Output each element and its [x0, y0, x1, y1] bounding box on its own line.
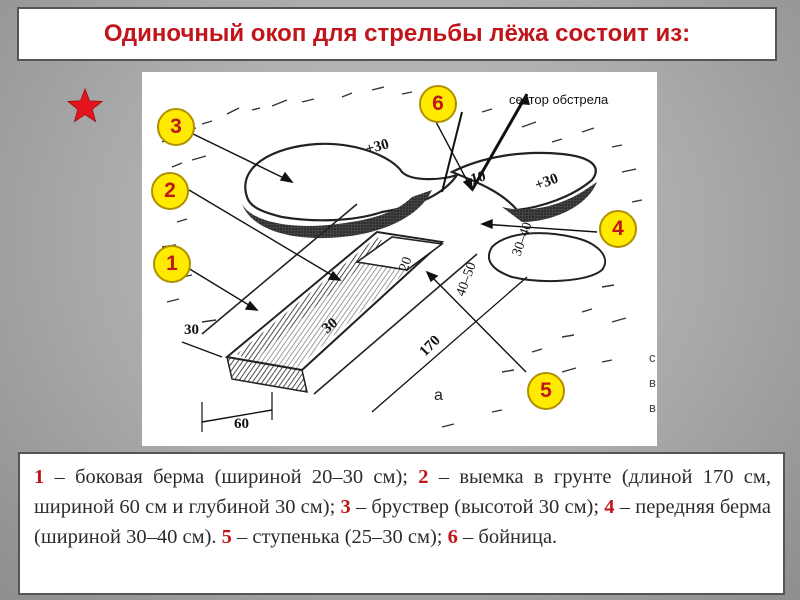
margin-letter-3: в: [649, 400, 656, 415]
slide-title-box: Одиночный окоп для стрельбы лёжа состоит…: [17, 7, 777, 61]
trench-side-wall: [237, 237, 387, 362]
legend-text-5: – ступенька (25–30 см);: [231, 526, 448, 548]
dim-label-2: 10: [469, 169, 488, 188]
legend-text-6: – бойница.: [457, 526, 558, 548]
trench-drawing: +30 10 +30 30–40 20 40–50 30 170 30 60 с…: [156, 86, 656, 432]
slide-title: Одиночный окоп для стрельбы лёжа состоит…: [103, 20, 691, 47]
margin-letter-1: с: [649, 350, 656, 365]
dim-label-3: +30: [533, 171, 561, 194]
sector-line-right: [470, 93, 529, 191]
legend-num-3: 3: [340, 496, 351, 518]
legend-text-2: – выемка в грунте (длиной 170 см, ширино…: [34, 466, 771, 518]
dim-170-line: [371, 276, 528, 413]
dim-label-10: 60: [234, 416, 249, 432]
callout-1: 1: [153, 245, 191, 283]
trench-step: [354, 236, 445, 271]
callout-4: 4: [599, 210, 637, 248]
dim-label-5: 20: [397, 255, 416, 273]
sector-of-fire-label: сектор обстрела: [509, 92, 609, 107]
parapet-shadow: [242, 190, 432, 239]
callout-5: 5: [527, 372, 565, 410]
legend-num-4: 4: [604, 496, 615, 518]
trench-right-edge: [313, 253, 478, 395]
sector-arrowhead: [518, 94, 530, 105]
parapet-right-shadow: [502, 182, 597, 222]
legend-num-2: 2: [418, 466, 429, 488]
callout-3: 3: [157, 108, 195, 146]
legend-text-1: – боковая берма (шириной 20–30 см);: [44, 466, 419, 488]
legend-text-4: – передняя берма (шириной 30–40 см).: [34, 496, 771, 548]
trench-bottom: [252, 244, 432, 368]
legend-num-5: 5: [221, 526, 232, 548]
dim-label-1: +30: [364, 136, 391, 158]
legend-num-1: 1: [34, 466, 45, 488]
dim-60-line: [201, 409, 273, 423]
dim-label-6: 40–50: [454, 260, 480, 298]
margin-letter-2: в: [649, 375, 656, 390]
dim-30-line: [181, 341, 223, 358]
legend-box: 1 – боковая берма (шириной 20–30 см); 2 …: [18, 452, 785, 595]
legend-num-6: 6: [447, 526, 458, 548]
callout-6: 6: [419, 85, 457, 123]
side-berm-edge: [201, 203, 358, 335]
star-icon: [66, 87, 104, 123]
callout-arrows: [187, 119, 598, 373]
parapet-right: [449, 151, 597, 212]
legend-text-3: – бруствер (высотой 30 см);: [350, 496, 605, 518]
figure-sub-label: а: [434, 387, 443, 404]
front-berm-mound: [487, 232, 607, 283]
dim-label-8: 170: [417, 333, 444, 360]
dim-label-9: 30: [184, 322, 199, 338]
trench-end-wall: [226, 356, 308, 393]
callout-2: 2: [151, 172, 189, 210]
trench-diagram: +30 10 +30 30–40 20 40–50 30 170 30 60 с…: [142, 72, 657, 446]
